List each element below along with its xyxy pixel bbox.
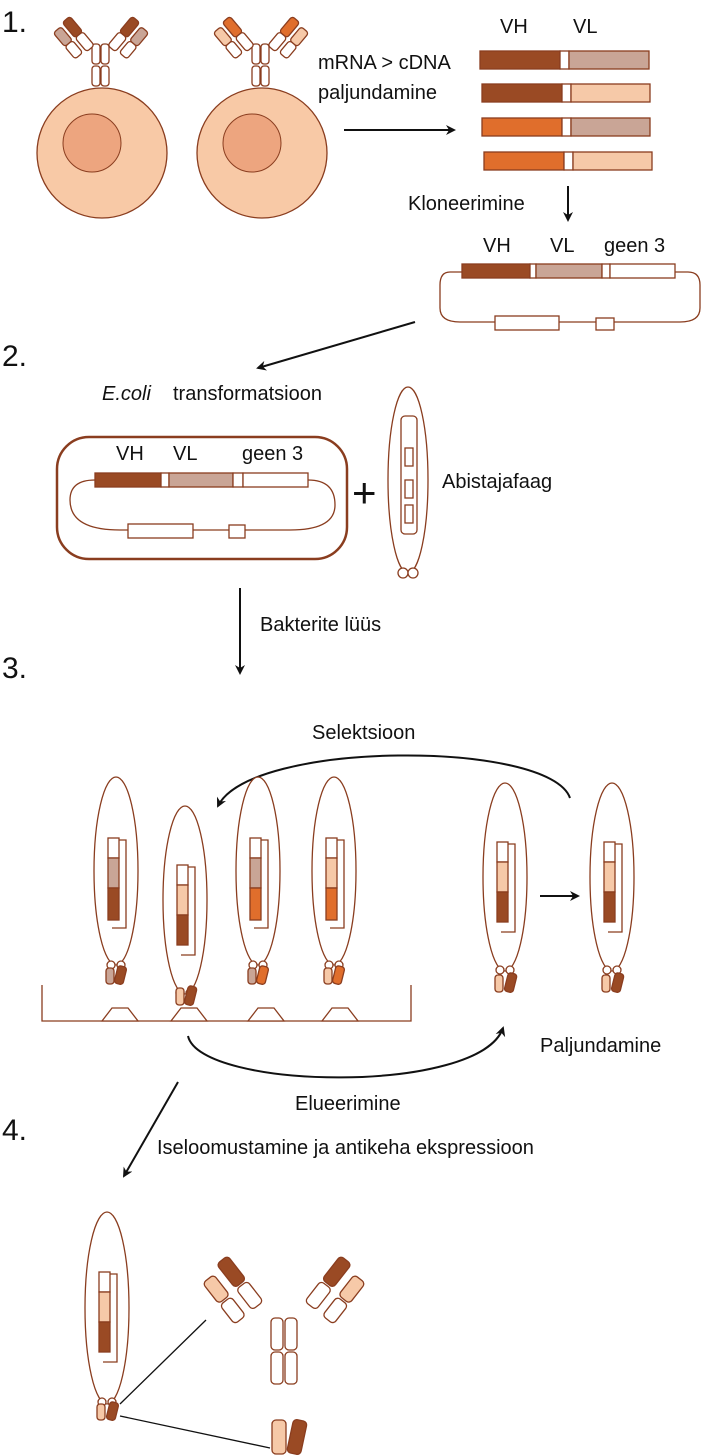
plus-sign: +: [352, 469, 377, 516]
selected-phage: [84, 1211, 130, 1421]
kloneerimine-label: Kloneerimine: [408, 193, 525, 215]
geen3-label-1: geen 3: [604, 235, 665, 257]
vh-label-1: VH: [500, 16, 528, 38]
selection-plate: [41, 985, 412, 1022]
cell-nucleus: [62, 113, 122, 173]
b-cell-2: [196, 16, 328, 219]
step-2-number: 2.: [2, 340, 27, 373]
connector-line-1: [119, 1319, 207, 1405]
cdna-fragment-4: [483, 151, 653, 171]
antigen-2: [169, 1007, 209, 1022]
vl-label-1: VL: [573, 16, 597, 38]
step-1-number: 1.: [2, 6, 27, 39]
vh-label-2: VH: [483, 235, 511, 257]
geen3-label-2: geen 3: [242, 443, 303, 465]
step-3-number: 3.: [2, 652, 27, 685]
cdna-fragments: [479, 50, 653, 171]
full-antibody: [203, 1256, 365, 1385]
vl-label-3: VL: [173, 443, 197, 465]
vl-label-2: VL: [550, 235, 574, 257]
cell-nucleus: [222, 113, 282, 173]
bacterium: VH VL geen 3: [55, 435, 349, 561]
elution-arrow: [187, 1026, 506, 1079]
mrna-cdna-label: mRNA > cDNA: [318, 52, 451, 74]
paljundamine-label: paljundamine: [318, 82, 437, 104]
phage-4: [311, 776, 357, 985]
iseloomustamine-label: Iseloomustamine ja antikeha ekspressioon: [157, 1137, 534, 1159]
amplified-phage: [589, 782, 635, 993]
membrane-antibody-1: [53, 16, 149, 87]
bacterium-wall: [55, 435, 349, 561]
phagemid-vector-1: [439, 263, 701, 331]
phage-2: [162, 805, 208, 1006]
cdna-fragment-3: [481, 117, 651, 137]
phagemid-vector-2: [69, 472, 336, 539]
connector-line-2: [119, 1415, 271, 1449]
helper-phage: [387, 386, 429, 579]
ecoli-label: E.coli: [102, 383, 151, 405]
step-4-number: 4.: [2, 1114, 27, 1147]
antigen-4: [320, 1007, 360, 1022]
paljundamine-cap-label: Paljundamine: [540, 1035, 661, 1057]
eluted-phage: [482, 782, 528, 993]
transformatsioon-label: transformatsioon: [173, 383, 322, 405]
fab-fragment: [271, 1419, 308, 1455]
cdna-fragment-1: [479, 50, 650, 70]
antigen-1: [100, 1007, 140, 1022]
b-cell-1: [36, 16, 168, 219]
arrow-to-characterization: [123, 1081, 179, 1178]
arrow-to-transformation: [256, 321, 416, 371]
abistajafaag-label: Abistajafaag: [442, 471, 552, 493]
antigen-3: [246, 1007, 286, 1022]
selection-arrow: [217, 754, 571, 808]
bakterite-luus-label: Bakterite lüüs: [260, 614, 381, 636]
vh-label-3: VH: [116, 443, 144, 465]
cdna-fragment-2: [481, 83, 651, 103]
phage-1: [93, 776, 139, 985]
membrane-antibody-2: [213, 16, 309, 87]
phage-3: [235, 776, 281, 985]
selektsioon-label: Selektsioon: [312, 722, 415, 744]
elueerimine-label: Elueerimine: [295, 1093, 401, 1115]
